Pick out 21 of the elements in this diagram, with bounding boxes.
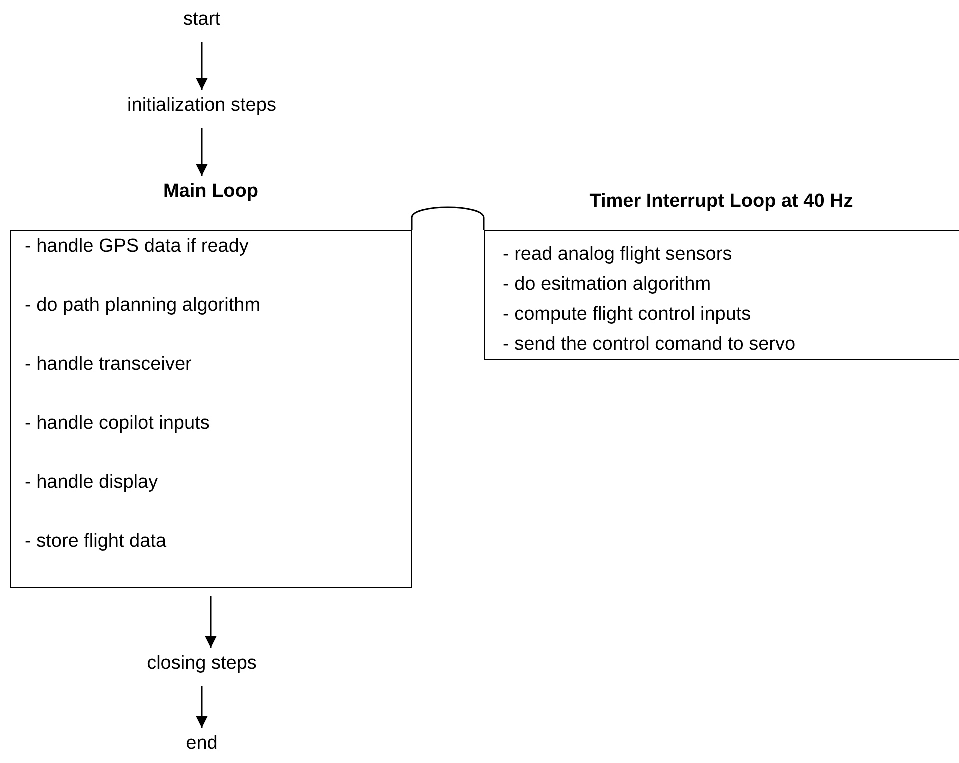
arrow [196,686,208,728]
flow-step-text: end [160,732,244,758]
loop-task-text: - handle copilot inputs [25,412,210,436]
flow-step-text: initialization steps [90,94,314,120]
arrow [196,128,208,176]
flow-step-text: start [150,8,254,34]
loop-task-text: - store flight data [25,530,167,554]
loop-task-text: - handle transceiver [25,353,192,377]
loop-task-text: - read analog flight sensors [503,243,732,267]
loop-heading: Timer Interrupt Loop at 40 Hz [588,190,854,214]
loop-task-text: - do esitmation algorithm [503,273,712,297]
flow-step-text: closing steps [100,652,304,678]
loop-task-text: - compute flight control inputs [503,303,752,327]
loop-task-text: - send the control comand to servo [503,333,796,357]
loop-task-text: - do path planning algorithm [25,294,261,318]
connector-line [411,206,485,230]
loop-heading: Main Loop [162,180,260,204]
arrow [196,42,208,90]
loop-task-text: - handle display [25,471,158,495]
loop-task-text: - handle GPS data if ready [25,235,249,259]
arrow [205,596,217,648]
